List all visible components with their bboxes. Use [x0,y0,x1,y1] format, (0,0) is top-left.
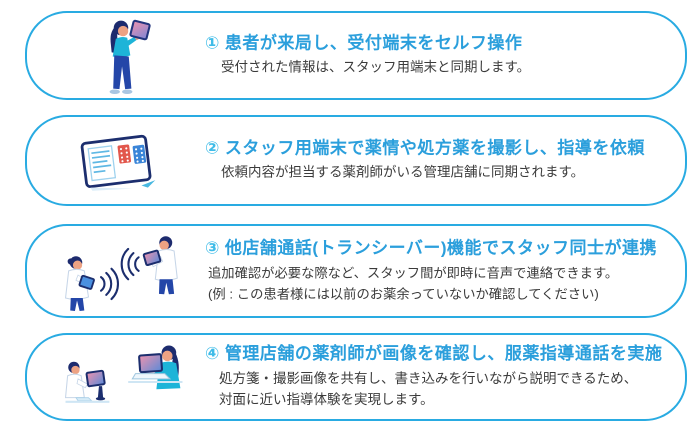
description-line: 処方箋・撮影画像を共有し、書き込みを行いながら説明できるため、 [219,371,638,387]
step-1-number: ① [205,33,220,53]
staff-tablet-photo-illustration-icon [75,130,161,194]
step-4-number: ④ [205,344,220,364]
description-line: 対面に近い指導体験を実現します。 [219,391,434,407]
transceiver-staff-link-illustration-icon [53,233,195,315]
step-2-description: 依頼内容が担当する薬剤師がいる管理店舗に同期されます。 [221,163,683,184]
patient-self-checkin-illustration-icon [89,16,153,99]
step-2-number: ② [205,138,220,158]
remote-medication-guidance-illustration-icon [53,340,195,424]
step-1-description: 受付された情報は、スタッフ用端末と同期します。 [221,58,683,79]
description-line: 依頼内容が担当する薬剤師がいる管理店舗に同期されます。 [221,165,585,181]
step-4-description: 処方箋・撮影画像を共有し、書き込みを行いながら説明できるため、 対面に近い指導体… [219,369,683,411]
step-3-number: ③ [205,238,220,258]
description-line: 受付された情報は、スタッフ用端末と同期します。 [221,60,531,76]
description-line: 追加確認が必要な際など、スタッフ間が即時に音声で連絡できます。 [208,265,619,281]
description-line: (例 : この患者様には以前のお薬余っていないか確認してください) [208,285,599,301]
step-3-description: 追加確認が必要な際など、スタッフ間が即時に音声で連絡できます。 (例 : この患… [208,263,683,304]
